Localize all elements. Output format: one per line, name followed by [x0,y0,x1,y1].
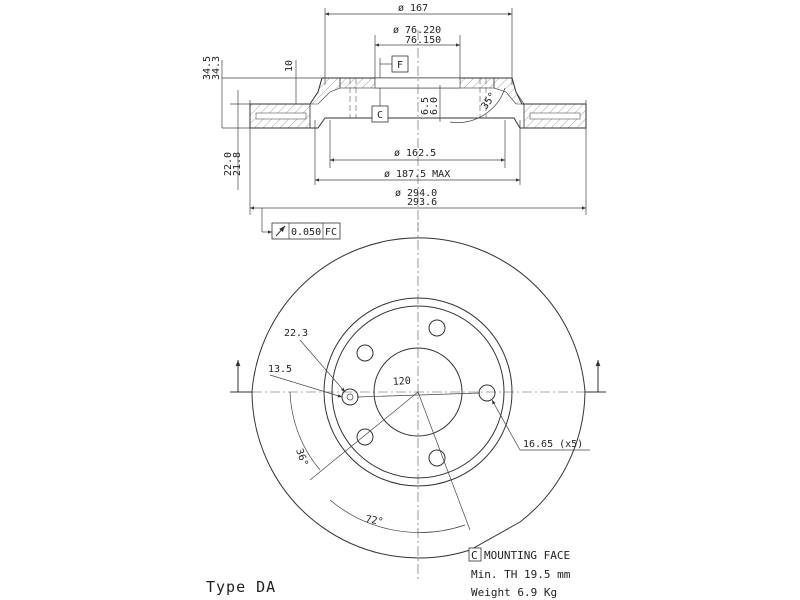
angle-72-label: 72° [364,514,384,528]
dim-22-0-label: 22.0 [223,152,234,176]
center-bore [374,77,461,89]
hat-section-right [493,77,525,105]
angle-arc-35 [449,87,506,123]
bolt-hole [428,319,446,337]
weight-label: Weight 6.9 Kg [471,586,557,599]
dim-167-label: ø 167 [398,3,428,14]
mounting-face-label: MOUNTING FACE [484,549,570,562]
dim-120-label: 120 [392,376,411,388]
bolt-hole [356,428,374,446]
notes-block: C MOUNTING FACE Min. TH 19.5 mm Weight 6… [468,547,571,599]
dim-bore-min-label: 76.150 [405,35,441,46]
dim-22-3-label: 22.3 [284,328,308,339]
min-thickness-label: Min. TH 19.5 mm [471,568,571,581]
bolt-hole [428,449,446,467]
rotor-outer-edge [251,237,586,559]
dim-21-8-label: 21.8 [232,152,243,176]
angle-ray [309,391,419,481]
leader-16-65 [491,399,521,451]
front-view: 22.3 13.5 120 16.65 (x5) 36° 72° [230,222,606,580]
runout-icon [275,225,286,237]
runout-tolerance-frame: 0.050 FC [261,208,341,240]
dim-6-5-label: 6.5 [420,97,431,115]
dim-16-65-label: 16.65 (x5) [523,439,583,450]
angle-35-label: 35° [479,91,498,112]
dim-13-5-label: 13.5 [268,364,292,375]
vent-slot-left [255,112,307,120]
datum-f-label: F [397,60,403,71]
dim-187-label: ø 187.5 MAX [384,169,450,180]
hat-section-left [309,77,341,105]
side-view: ø 167 ø 76.220 76.150 10 34.5 34.3 F C 6… [202,3,587,230]
dim-34-3-label: 34.3 [211,56,222,80]
dim-162-label: ø 162.5 [394,148,436,159]
datum-c-label: C [377,110,383,121]
dim-34-5-label: 34.5 [202,56,213,80]
pcd-line-120 [356,392,481,398]
leader-13-5 [269,374,343,398]
leader-22-3 [299,339,346,393]
angle-36-label: 36° [293,447,310,468]
angle-ray [417,391,471,531]
bolt-hole-center [346,393,354,401]
datum-f-box [391,55,409,73]
dim-6-0-label: 6.0 [429,97,440,115]
dim-10-label: 10 [284,60,295,72]
type-label: Type DA [206,578,276,596]
bolt-hole [356,344,374,362]
datum-c-box [371,105,389,123]
dim-294-0-label: ø 294.0 [395,188,437,199]
dim-bore-max-label: ø 76.220 [393,25,441,36]
tolerance-datum: FC [325,227,337,238]
mounting-face-box-label: C [471,549,478,562]
mounting-face-box [468,547,482,562]
bolt-hole [478,384,496,402]
angle-arc-36 [289,391,321,471]
tolerance-value: 0.050 [291,227,321,238]
dim-293-6-label: 293.6 [407,197,437,208]
angle-arc-72 [329,499,466,533]
vent-slot-right [529,112,581,120]
